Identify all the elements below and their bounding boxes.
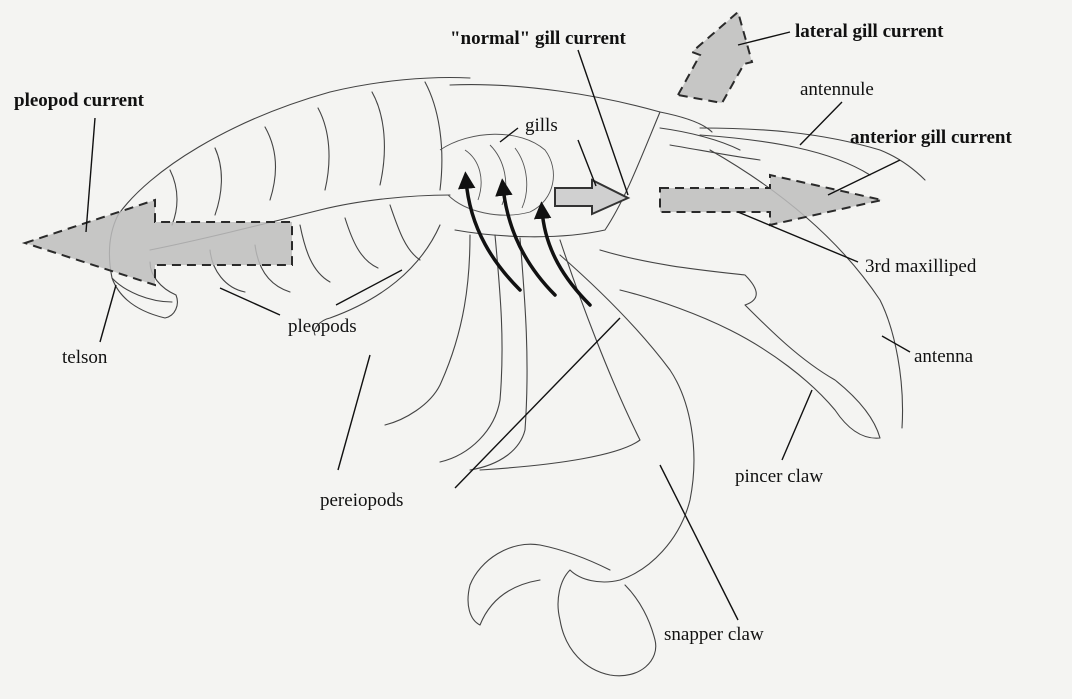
label-antenna: antenna xyxy=(914,346,974,367)
label-lateral-gill-current: lateral gill current xyxy=(795,21,944,42)
label-pleopod-current: pleopod current xyxy=(14,90,145,111)
label-pincer-claw: pincer claw xyxy=(735,466,823,487)
rostrum xyxy=(660,128,760,160)
pleopod-current-arrow xyxy=(25,200,292,285)
label-pereiopods: pereiopods xyxy=(320,490,403,511)
shrimp-body xyxy=(110,78,925,676)
pincer-claw-drawing xyxy=(600,250,880,438)
label-antennule: antennule xyxy=(800,79,874,100)
label-gills: gills xyxy=(525,115,558,136)
label-pleopods: pleopods xyxy=(288,316,357,337)
leader-lines xyxy=(86,32,910,620)
abdomen-outline xyxy=(118,78,470,215)
label-telson: telson xyxy=(62,347,108,368)
label-anterior-gill-current: anterior gill current xyxy=(850,127,1012,148)
abdomen-segments xyxy=(170,82,442,225)
anterior-gill-current-arrow xyxy=(660,175,882,225)
label-3rd-maxilliped: 3rd maxilliped xyxy=(865,256,977,277)
gill-structure xyxy=(440,134,553,215)
lateral-gill-current-arrow xyxy=(678,12,752,103)
label-snapper-claw: snapper claw xyxy=(664,624,764,645)
label-normal-gill-current: "normal" gill current xyxy=(450,28,627,49)
